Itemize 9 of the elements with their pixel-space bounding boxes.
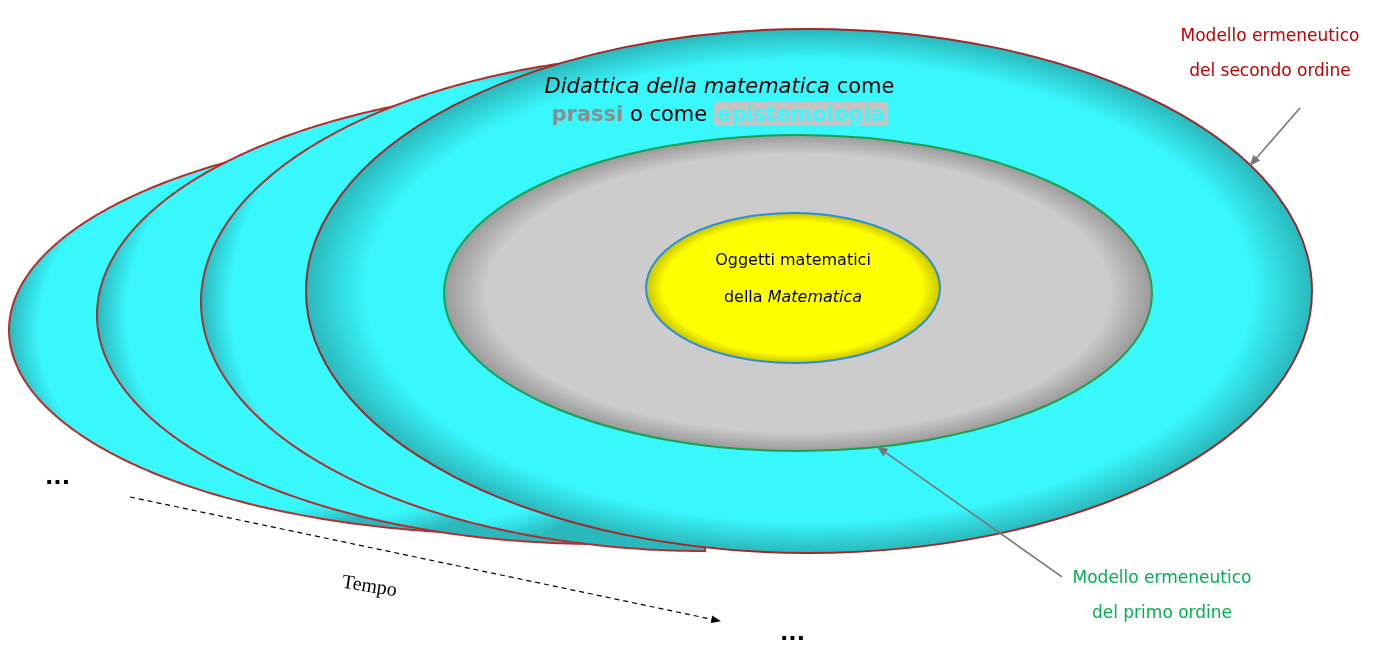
callout-text: Modello ermeneutico del primo ordine (1062, 560, 1262, 644)
heading-text: Didattica della matematica come prassi o come epistemologia (543, 73, 896, 129)
ellipsis-text: ... (45, 466, 71, 488)
ellipse-label: Oggetti matematici della Matematica (714, 249, 872, 308)
arrow (876, 446, 1063, 578)
axis-label: Tempo (340, 570, 399, 600)
ellipsis-text: ... (780, 622, 806, 644)
arrow (1249, 107, 1301, 167)
callout-text: Modello ermeneutico del secondo ordine (1170, 18, 1370, 108)
